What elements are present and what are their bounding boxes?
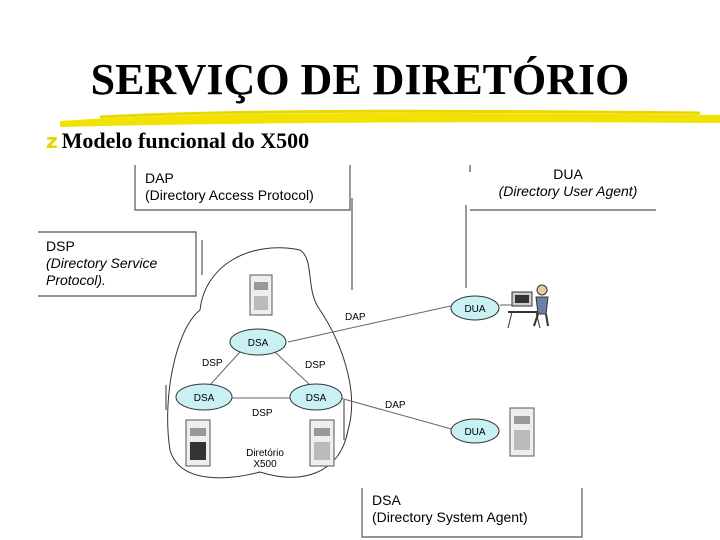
server-icon bbox=[249, 274, 273, 316]
dua-callout: DUA (Directory User Agent) bbox=[488, 166, 648, 200]
directory-label-line2: X500 bbox=[253, 459, 277, 470]
dsp-callout-name: DSP bbox=[46, 238, 75, 254]
dap-upper-label: DAP bbox=[345, 312, 366, 323]
server-icon bbox=[309, 419, 335, 467]
link-dsa-top-to-dsa-right bbox=[274, 351, 311, 386]
dsp-callout: DSP (Directory Service Protocol). bbox=[46, 238, 157, 289]
bullet-text: Modelo funcional do X500 bbox=[61, 128, 310, 153]
title-highlight-stroke bbox=[60, 109, 720, 127]
dsa-node-top-label: DSA bbox=[248, 338, 269, 349]
dsa-node-left: DSA bbox=[175, 383, 233, 411]
dsa-callout-frame bbox=[361, 488, 583, 538]
directory-label-line1: Diretório bbox=[246, 448, 284, 459]
dua-callout-frame bbox=[469, 165, 656, 211]
dua-callout-full: (Directory User Agent) bbox=[498, 183, 638, 199]
dsp-callout-full-2: Protocol). bbox=[46, 272, 106, 288]
dsp-callout-frame bbox=[38, 231, 197, 297]
dap-callout-full: (Directory Access Protocol) bbox=[145, 187, 314, 203]
z-bullet-icon: z bbox=[46, 129, 58, 153]
directory-boundary bbox=[167, 247, 352, 479]
dua-node-top-label: DUA bbox=[464, 304, 485, 315]
dsp-callout-full-1: (Directory Service bbox=[46, 255, 158, 271]
slide-title: SERVIÇO DE DIRETÓRIO bbox=[90, 55, 630, 104]
dsa-node-right-label: DSA bbox=[306, 393, 327, 404]
dua-node-top: DUA bbox=[450, 295, 500, 321]
dsa-callout-name: DSA bbox=[372, 492, 401, 508]
dap-callout-frame bbox=[134, 165, 351, 211]
server-icon bbox=[185, 419, 211, 467]
dua-node-bottom: DUA bbox=[450, 418, 500, 444]
dua-callout-name: DUA bbox=[553, 166, 583, 182]
dsa-callout-full: (Directory System Agent) bbox=[372, 509, 528, 525]
bullet-item: z Modelo funcional do X500 bbox=[46, 128, 309, 154]
dsa-node-left-label: DSA bbox=[194, 393, 215, 404]
link-dsa-right-to-dua-bottom bbox=[339, 397, 456, 431]
dua-node-bottom-label: DUA bbox=[464, 427, 485, 438]
dsp-left-label: DSP bbox=[202, 358, 223, 369]
dsa-callout: DSA (Directory System Agent) bbox=[372, 492, 528, 526]
dsa-node-right: DSA bbox=[289, 383, 343, 411]
dap-callout-name: DAP bbox=[145, 170, 174, 186]
dap-lower-label: DAP bbox=[385, 400, 406, 411]
server-icon bbox=[509, 407, 535, 457]
dsp-right-label: DSP bbox=[305, 360, 326, 371]
dap-callout: DAP (Directory Access Protocol) bbox=[145, 170, 314, 204]
dsp-middle-label: DSP bbox=[252, 408, 273, 419]
link-dsa-top-to-dsa-left bbox=[209, 351, 241, 386]
dsa-node-top: DSA bbox=[229, 328, 287, 356]
user-workstation-icon bbox=[507, 284, 549, 329]
link-dsa-top-to-dua-top bbox=[287, 304, 456, 343]
